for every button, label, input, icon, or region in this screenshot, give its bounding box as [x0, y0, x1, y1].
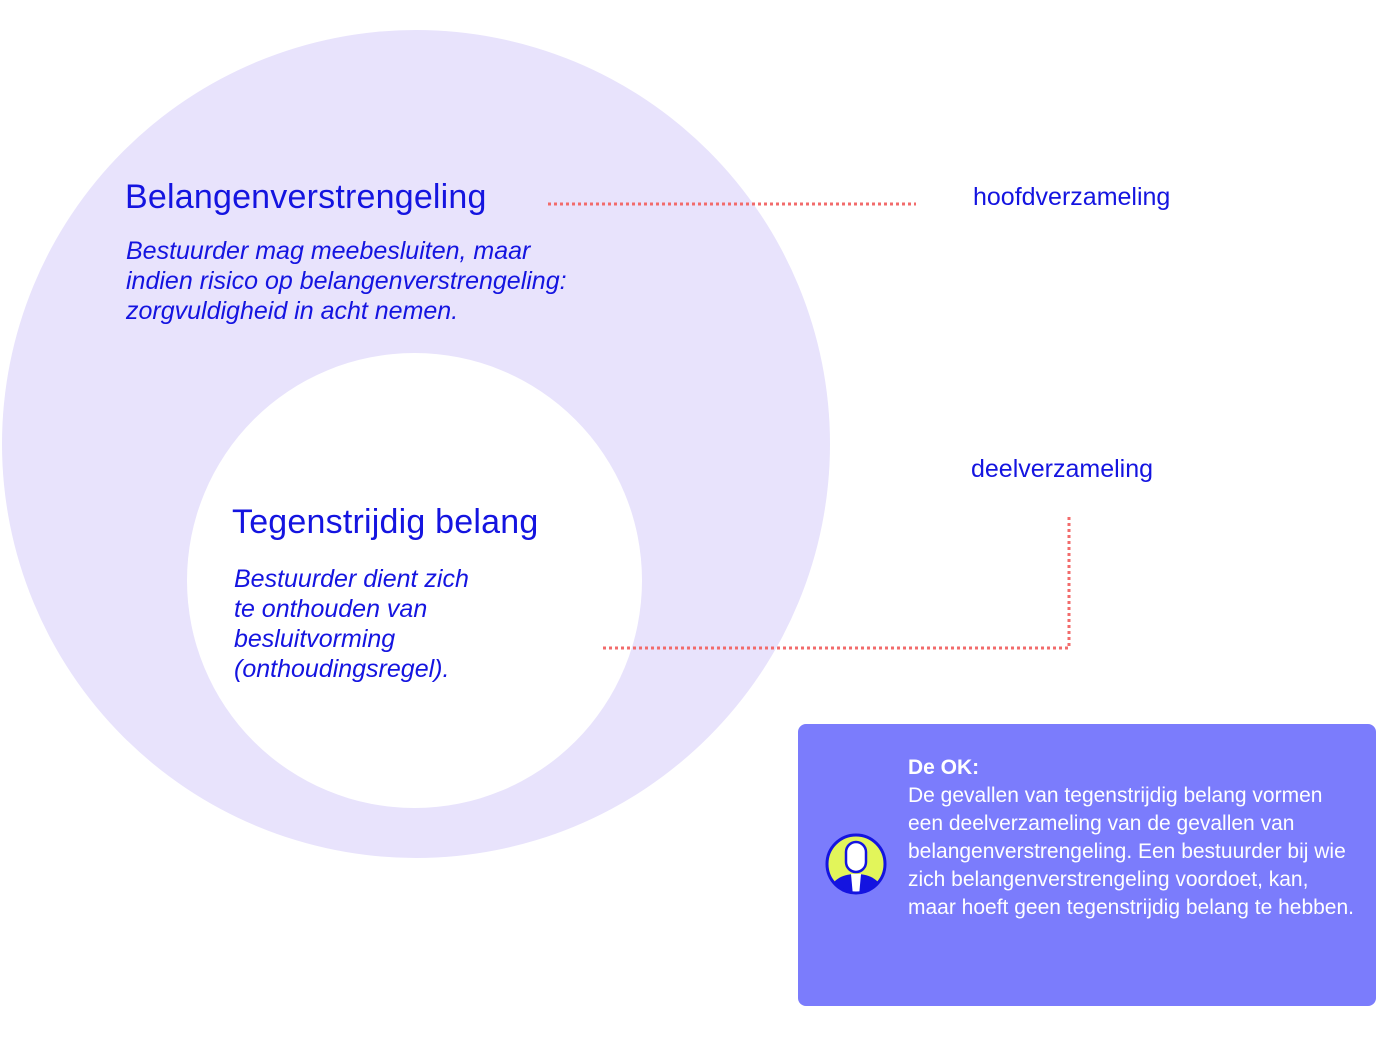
- inner-subset-circle: [187, 353, 642, 808]
- inner-subset-title: Tegenstrijdig belang: [232, 503, 539, 541]
- person-avatar-icon: [825, 833, 887, 895]
- note-text: De OK: De gevallen van tegenstrijdig bel…: [908, 754, 1358, 922]
- superset-label: hoofdverzameling: [973, 183, 1171, 211]
- note-body: De gevallen van tegenstrijdig belang vor…: [908, 784, 1354, 919]
- subset-label: deelverzameling: [971, 455, 1154, 483]
- outer-set-title: Belangenverstrengeling: [125, 178, 487, 216]
- inner-subset-description: Bestuurder dient zich te onthouden van b…: [234, 565, 469, 683]
- note-heading: De OK:: [908, 756, 980, 779]
- outer-set-description: Bestuurder mag meebesluiten, maar indien…: [126, 237, 567, 325]
- note-box: De OK: De gevallen van tegenstrijdig bel…: [798, 724, 1376, 1006]
